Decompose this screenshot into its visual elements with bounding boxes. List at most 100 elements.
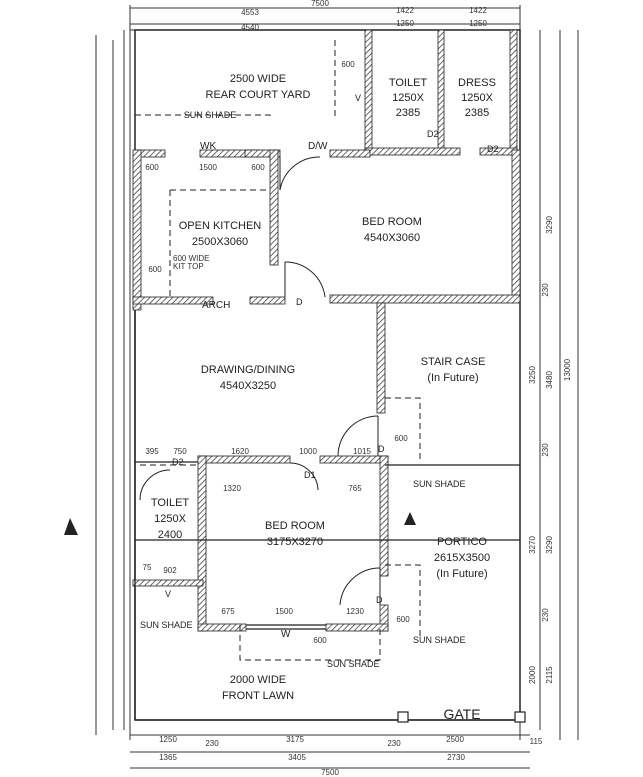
dress-line2: 1250X	[461, 92, 493, 104]
dim-right-230c: 230	[541, 608, 550, 622]
w-label: W	[281, 629, 291, 640]
sunshade-front: SUN SHADE	[327, 659, 380, 669]
dim-1015: 1015	[353, 447, 371, 456]
dim-bottom-1250: 1250	[159, 735, 177, 744]
dim-right-3250: 3250	[528, 366, 537, 384]
dress-line1: DRESS	[458, 77, 496, 89]
dim-top-1422b: 1422	[469, 6, 487, 15]
dim-right-3290: 3290	[545, 216, 554, 234]
right-dimension-labels: 3290 230 3250 3480 13000 230 3270 3290 2…	[528, 216, 572, 684]
rear-court-line2: REAR COURT YARD	[206, 89, 311, 101]
dim-right-230a: 230	[541, 283, 550, 297]
dim-765: 765	[348, 484, 362, 493]
toilet-top-line1: TOILET	[389, 77, 428, 89]
sunshade-stair: SUN SHADE	[413, 479, 466, 489]
dim-stair-600: 600	[394, 434, 408, 443]
rear-court-line1: 2500 WIDE	[230, 73, 286, 85]
toilet-top-line2: 1250X	[392, 92, 424, 104]
partitions	[134, 310, 520, 721]
wk-label: WK	[200, 141, 216, 152]
d1-label: D1	[304, 470, 316, 480]
d2-label-top: D2	[427, 129, 439, 139]
dim-front-600: 600	[313, 636, 327, 645]
kit-top-line2: KIT TOP	[173, 262, 204, 271]
opening-labels: WK D/W ARCH D D2 D2 V D2 D1 D D V W SUN …	[140, 93, 499, 669]
dim-1000: 1000	[299, 447, 317, 456]
door-label-stair: D	[378, 444, 385, 454]
dim-right-3500: 3290	[545, 536, 554, 554]
sunshade-outlines	[135, 40, 421, 661]
dim-top-1422a: 1422	[396, 6, 414, 15]
sunshade-portico: SUN SHADE	[413, 635, 466, 645]
bed-room-top-line1: BED ROOM	[362, 216, 422, 228]
dim-750: 750	[173, 447, 187, 456]
dim-bottom-1365: 1365	[159, 753, 177, 762]
v-label-bottom: V	[165, 589, 171, 599]
dim-1230: 1230	[346, 607, 364, 616]
dim-kitchen-600: 600	[145, 163, 159, 172]
dimension-guides	[95, 5, 579, 769]
dim-bottom-115: 115	[530, 737, 543, 746]
dim-bottom-2730: 2730	[447, 753, 465, 762]
dim-right-3480: 3480	[545, 371, 554, 389]
dim-top-1250b: 1250	[469, 19, 487, 28]
dim-top-total: 7500	[311, 0, 329, 8]
bed-room-bottom-line1: BED ROOM	[265, 520, 325, 532]
door-label: D	[296, 297, 303, 307]
dim-top-4553: 4553	[241, 8, 259, 17]
dim-kit-600: 600	[148, 265, 162, 274]
dim-902: 902	[163, 566, 177, 575]
gate-post-left	[397, 711, 409, 723]
dim-75: 75	[143, 563, 152, 572]
dim-right-230b: 230	[541, 443, 550, 457]
dim-bottom-2500: 2500	[446, 735, 464, 744]
dim-1500: 1500	[275, 607, 293, 616]
dim-right-13000: 13000	[563, 358, 572, 381]
toilet-bottom-line1: TOILET	[151, 497, 190, 509]
dim-1320: 1320	[223, 484, 241, 493]
d2-label-bottom: D2	[172, 457, 184, 467]
dim-1620: 1620	[231, 447, 249, 456]
toilet-top-line3: 2385	[396, 107, 420, 119]
portico-line1: PORTICO	[437, 536, 487, 548]
drawing-dining-line2: 4540X3250	[220, 380, 276, 392]
dim-right-2000: 2000	[528, 666, 537, 684]
dim-bottom-3175: 3175	[286, 735, 304, 744]
dim-bottom-230b: 230	[387, 739, 401, 748]
toilet-bottom-line3: 2400	[158, 529, 182, 541]
front-lawn-line1: 2000 WIDE	[230, 674, 286, 686]
sunshade-left: SUN SHADE	[140, 620, 193, 630]
portico-line2: 2615X3500	[434, 552, 490, 564]
dim-bottom-3405: 3405	[288, 753, 306, 762]
dim-right-3270: 3270	[528, 536, 537, 554]
door-label-portico: D	[376, 595, 383, 605]
bed-room-top-line2: 4540X3060	[364, 232, 420, 244]
walls	[132, 29, 521, 632]
dimension-labels: 7500 4553 4540 1422 1422 1250 1250 600 1…	[143, 0, 543, 777]
dim-395: 395	[145, 447, 159, 456]
dim-portico-600: 600	[396, 615, 410, 624]
dim-kitchen-600b: 600	[251, 163, 265, 172]
arch-label: ARCH	[202, 300, 230, 311]
dim-bottom-230a: 230	[205, 739, 219, 748]
gate-label: GATE	[443, 706, 480, 722]
dim-bottom-7500: 7500	[321, 768, 339, 777]
stair-case-line2: (In Future)	[427, 372, 478, 384]
dim-top-1250a: 1250	[396, 19, 414, 28]
dw-label: D/W	[308, 141, 328, 152]
dim-right-2115: 2115	[545, 666, 554, 684]
dim-675: 675	[221, 607, 235, 616]
dim-court-600: 600	[341, 60, 355, 69]
dim-top-4540: 4540	[241, 23, 259, 32]
dress-line3: 2385	[465, 107, 489, 119]
rear-court-sunshade: SUN SHADE	[184, 110, 237, 120]
toilet-bottom-line2: 1250X	[154, 513, 186, 525]
stair-case-line1: STAIR CASE	[421, 356, 486, 368]
d2-label: D2	[487, 144, 499, 154]
portico-line3: (In Future)	[436, 568, 487, 580]
v-label-top: V	[355, 93, 361, 103]
kit-top-line1: 600 WIDE	[173, 254, 209, 263]
north-arrow-icon	[64, 518, 78, 535]
room-labels: 2500 WIDE REAR COURT YARD SUN SHADE TOIL…	[151, 73, 496, 722]
